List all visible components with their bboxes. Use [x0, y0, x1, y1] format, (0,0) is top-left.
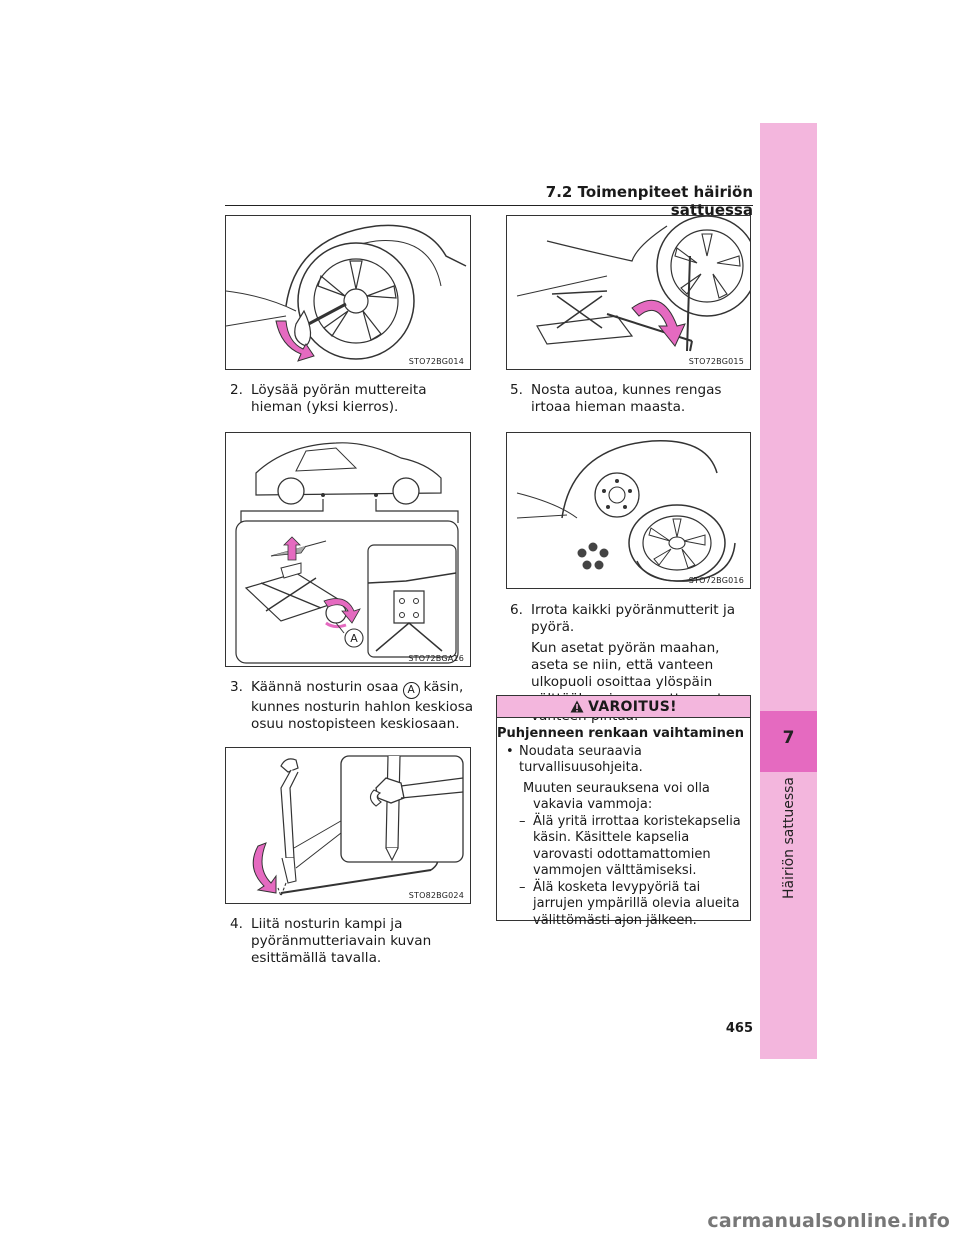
warning-bullet-text: Noudata seuraavia turvallisuusohjeita.	[519, 743, 643, 776]
warning-item-text: Älä yritä irrottaa koristekapselia käsin…	[533, 813, 741, 879]
marker-a: A	[402, 682, 420, 699]
header-divider	[225, 205, 753, 206]
warning-item: –Älä kosketa levypyöriä tai jarrujen ymp…	[497, 880, 750, 930]
chapter-number: 7	[782, 728, 795, 748]
wheel-wrench-illustration	[226, 224, 467, 362]
step-5: 5. Nosta autoa, kunnes rengas irtoaa hie…	[510, 382, 750, 416]
chapter-box	[760, 711, 817, 772]
warning-box: VAROITUS! Puhjenneen renkaan vaihtaminen…	[496, 695, 751, 928]
warning-bullet: • Noudata seuraavia turvallisuusohjeita.	[497, 744, 750, 777]
step-text-part: Käännä nosturin osaa	[251, 679, 399, 695]
warning-heading: Puhjenneen renkaan vaihtaminen	[497, 726, 744, 741]
step-text: Nosta autoa, kunnes rengas irtoaa hieman…	[531, 382, 722, 415]
figure-remove-wheel: STO72BG016	[506, 432, 751, 589]
step-text: Löysää pyörän muttereita hieman (yksi ki…	[251, 382, 427, 415]
step-number: 6.	[510, 602, 523, 618]
figure-crank-assembly: STO82BG024	[225, 747, 471, 904]
step-number: 5.	[510, 382, 523, 398]
section-title: 7.2 Toimenpiteet häiriön sattuessa	[545, 183, 753, 219]
dash-icon: –	[519, 879, 526, 895]
warning-item-text: Älä kosketa levypyöriä tai jarrujen ympä…	[533, 879, 740, 928]
step-2: 2. Löysää pyörän muttereita hieman (yksi…	[230, 382, 470, 416]
warning-content: Puhjenneen renkaan vaihtaminen • Noudata …	[497, 726, 750, 929]
figure-jack-point: A STO72BGA16	[225, 432, 471, 667]
step-number: 2.	[230, 382, 243, 398]
figure-code: STO72BG014	[408, 357, 464, 366]
chapter-label: Häiriön sattuessa	[747, 776, 830, 900]
page-number: 465	[725, 1021, 753, 1036]
warning-intro: Muuten seurauksena voi olla vakavia vamm…	[523, 780, 710, 813]
crank-wrench-illustration	[252, 755, 464, 898]
warning-triangle-icon	[570, 700, 584, 713]
figure-code: STO72BG015	[688, 357, 744, 366]
step-text: Liitä nosturin kampi ja pyöränmutteriava…	[251, 916, 432, 966]
callout-a: A	[350, 632, 358, 645]
figure-loosen-nuts: STO72BG014	[225, 215, 471, 370]
chapter-label-text: Häiriön sattuessa	[780, 776, 797, 900]
watermark: carmanualsonline.info	[707, 1210, 950, 1232]
step-number: 3.	[230, 679, 243, 695]
step-text-part: käsin, kunnes nosturin hahlon keskiosa o…	[251, 679, 474, 732]
bullet-icon: •	[506, 743, 514, 759]
jack-point-illustration: A	[235, 442, 459, 664]
dash-icon: –	[519, 813, 526, 829]
step-number: 4.	[230, 916, 243, 932]
warning-title: VAROITUS!	[588, 698, 677, 715]
figure-code: STO72BGA16	[408, 654, 464, 663]
jack-crank-illustration	[516, 216, 750, 352]
figure-code: STO82BG024	[408, 891, 464, 900]
step-4: 4. Liitä nosturin kampi ja pyöränmutteri…	[230, 916, 475, 967]
figure-code: STO72BG016	[688, 576, 744, 585]
figure-raise-jack: STO72BG015	[506, 215, 751, 370]
warning-item: –Älä yritä irrottaa koristekapselia käsi…	[497, 814, 750, 880]
wheel-nuts-illustration	[516, 440, 736, 582]
side-tab	[760, 123, 817, 1059]
step-text: Irrota kaikki pyöränmutterit ja pyörä.	[531, 602, 736, 635]
warning-header: VAROITUS!	[497, 696, 750, 718]
